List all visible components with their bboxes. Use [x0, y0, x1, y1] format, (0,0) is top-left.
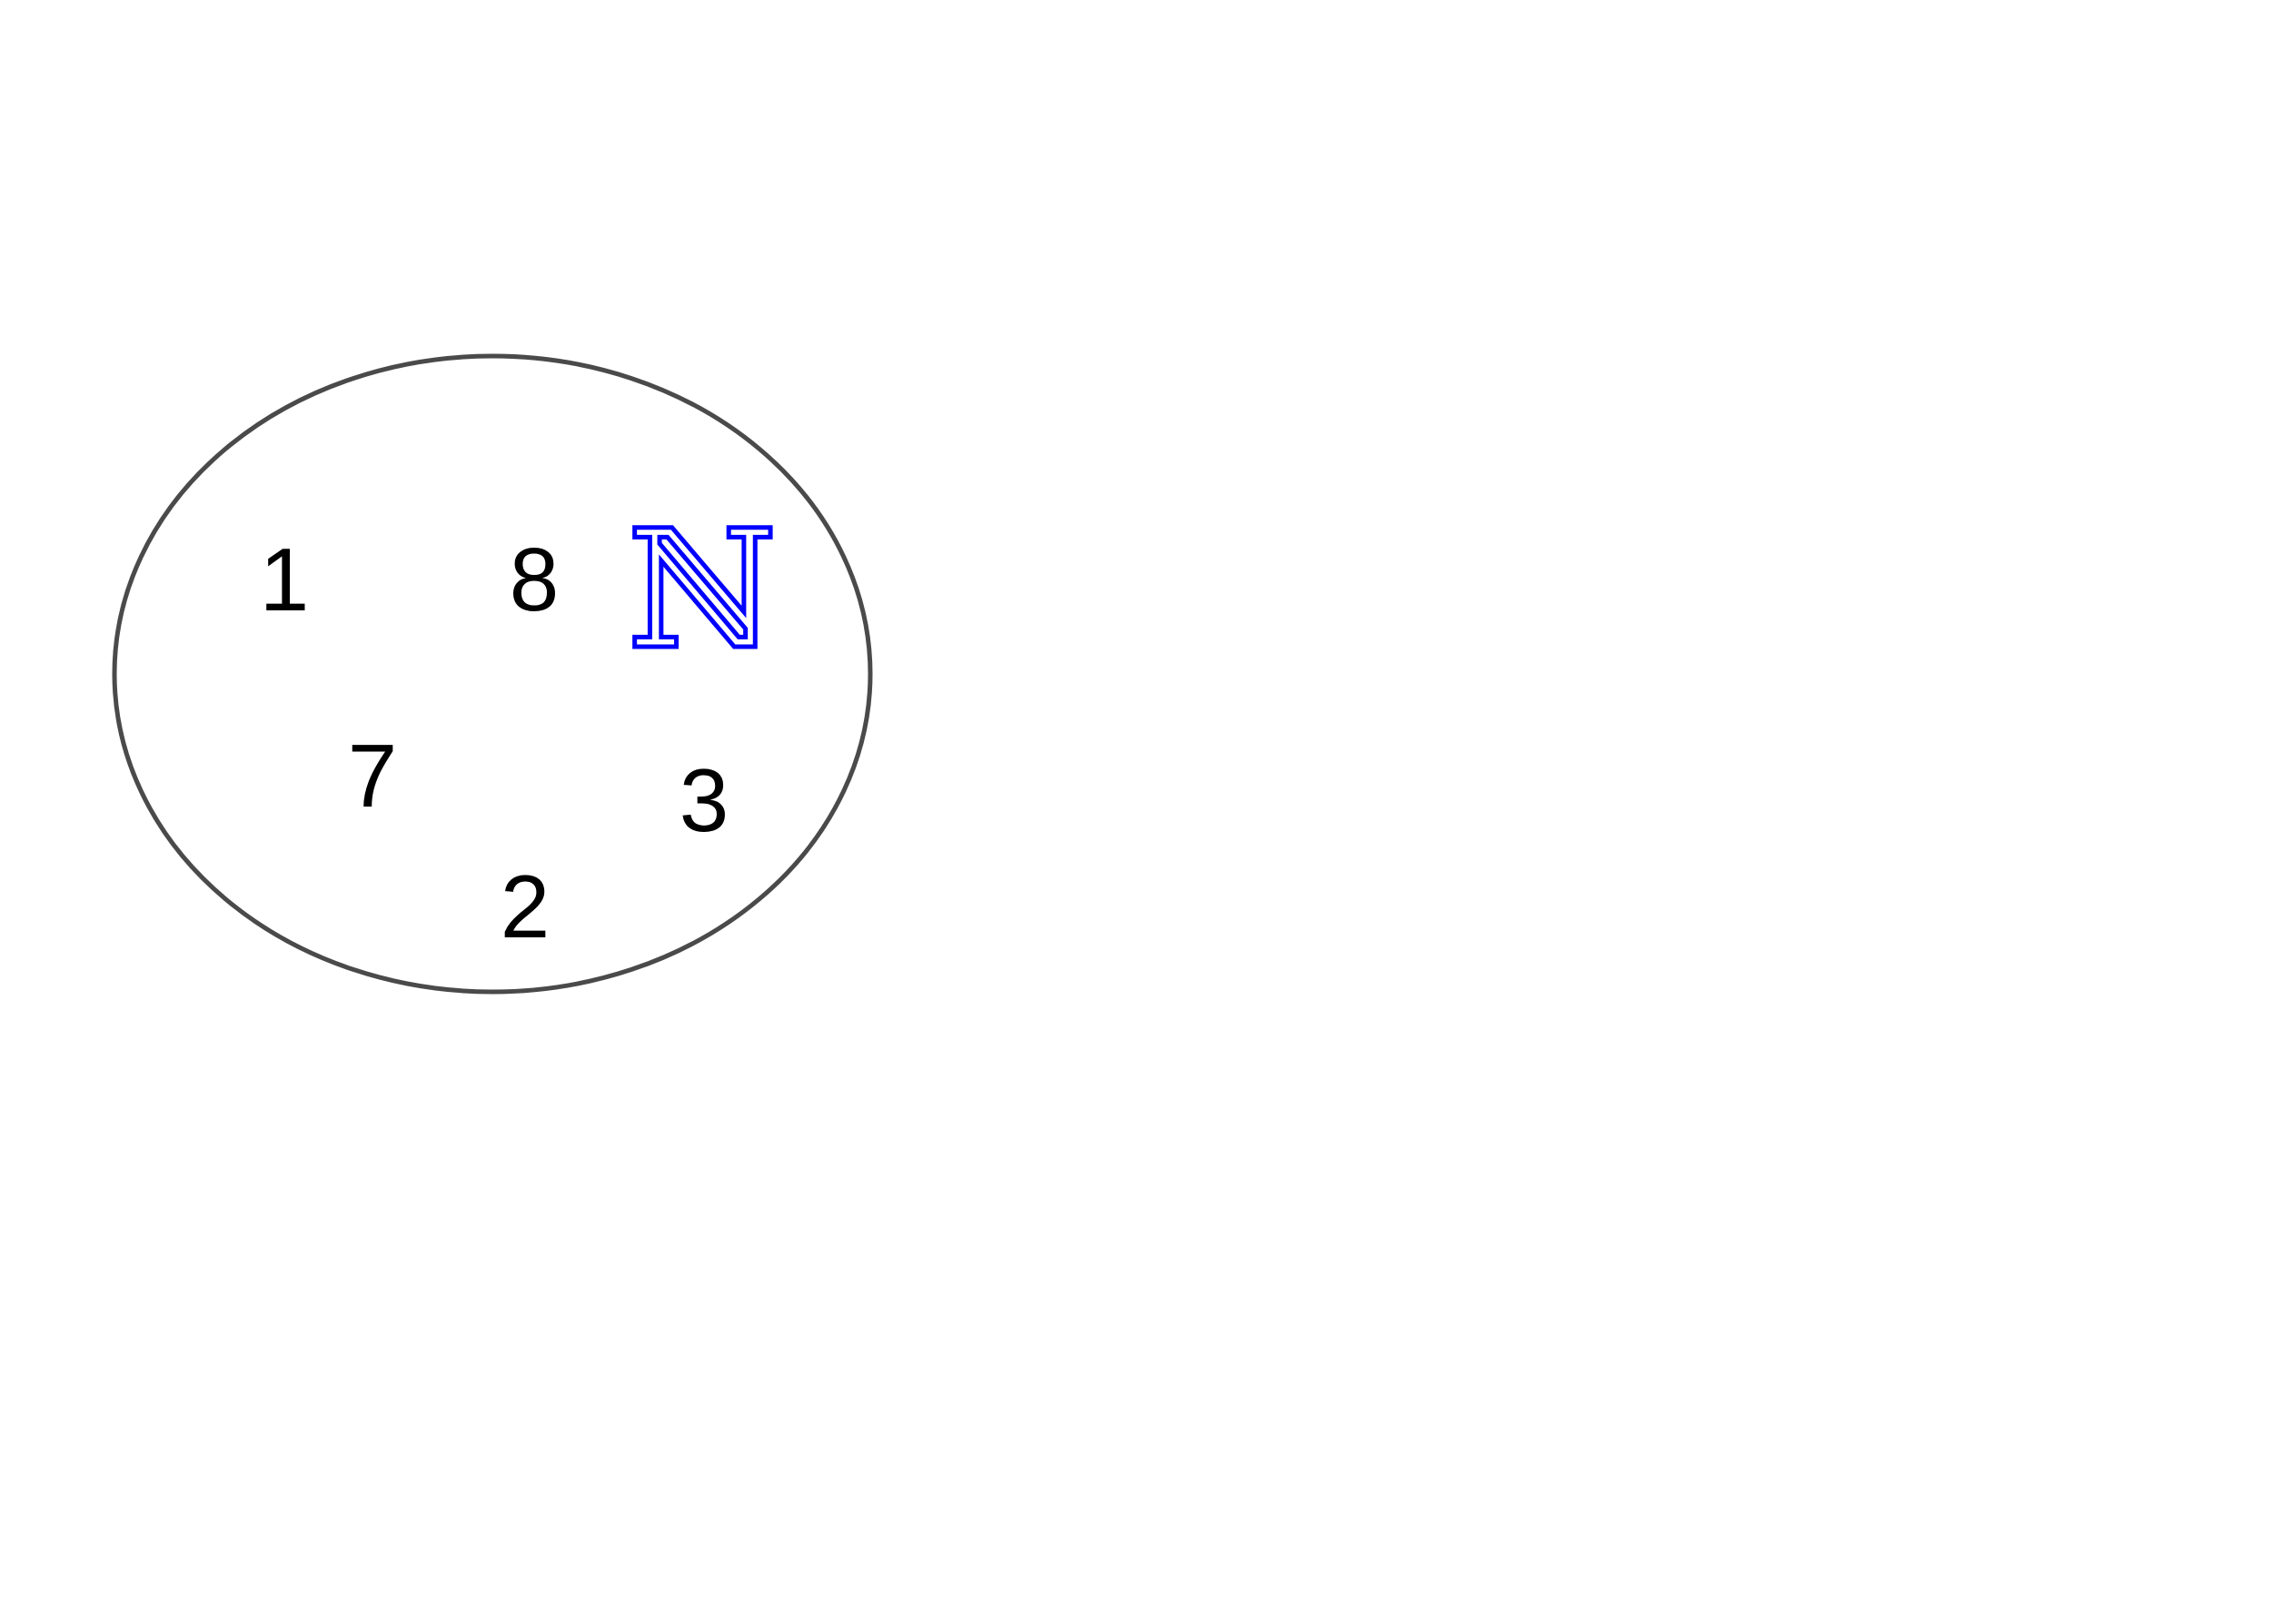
set-name-symbol: ℕ: [628, 496, 778, 686]
set-ellipse: [112, 353, 873, 995]
set-element-label-8: 8: [510, 530, 560, 629]
set-element-label-1: 1: [260, 530, 310, 629]
set-element-label-7: 7: [348, 726, 398, 826]
set-element-label-2: 2: [501, 857, 551, 956]
set-element-label-3: 3: [680, 750, 729, 850]
